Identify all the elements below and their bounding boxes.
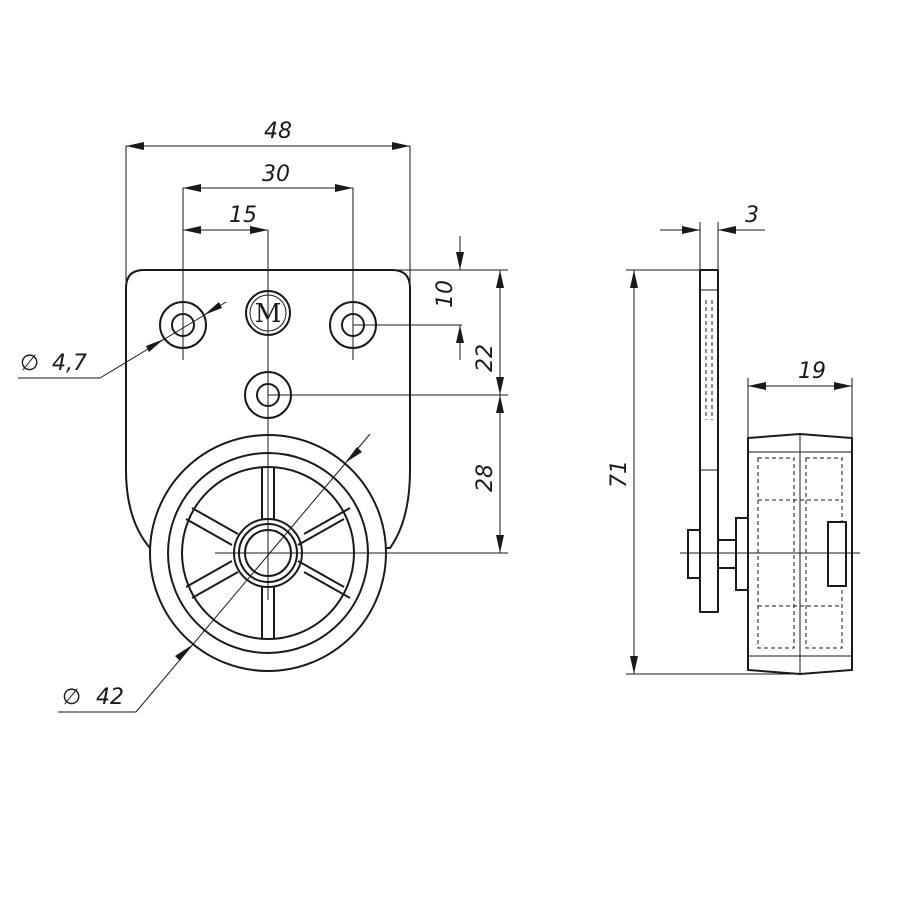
side-view: 3 19 71 (607, 203, 860, 676)
wheel-spokes (185, 468, 351, 638)
dimension-half-spacing: 15 (183, 203, 268, 234)
dimension-3-label: 3 (745, 203, 759, 228)
dimension-plate-thickness: 3 (660, 203, 765, 270)
dimension-28-label: 28 (473, 464, 498, 492)
dimension-22-label: 22 (473, 344, 498, 372)
dimension-wheel-diameter: ∅ 42 (58, 433, 371, 713)
center-lines (125, 146, 508, 600)
front-view: M 48 30 (18, 119, 508, 713)
side-axle (687, 517, 749, 591)
dimension-top-to-holes: 10 (433, 236, 464, 360)
wheel-diameter-symbol: ∅ (62, 685, 81, 710)
dimension-overall-height: 71 (607, 269, 800, 675)
mounting-plate (125, 269, 411, 549)
wheel-diameter-label: 42 (96, 685, 124, 710)
dimension-center-hole-to-axle: 28 (473, 395, 504, 553)
side-plate (699, 269, 719, 613)
dimension-71-label: 71 (607, 460, 632, 488)
dimension-overall-width: 48 (126, 119, 410, 150)
dimension-hole-spacing: 30 (183, 162, 353, 192)
dimension-10-label: 10 (433, 280, 458, 308)
dimension-hole-diameter: ∅ 4,7 (18, 301, 227, 379)
hole-diameter-label: 4,7 (52, 351, 87, 376)
dimension-30-label: 30 (262, 162, 290, 187)
hole-diameter-symbol: ∅ (20, 351, 39, 376)
dimension-48-label: 48 (264, 119, 292, 144)
dimension-15-label: 15 (229, 203, 257, 228)
side-wheel (680, 432, 860, 676)
dimension-wheel-width: 19 (747, 359, 853, 438)
dimension-19-label: 19 (798, 359, 826, 384)
dimension-holes-to-center-hole: 22 (473, 270, 504, 395)
